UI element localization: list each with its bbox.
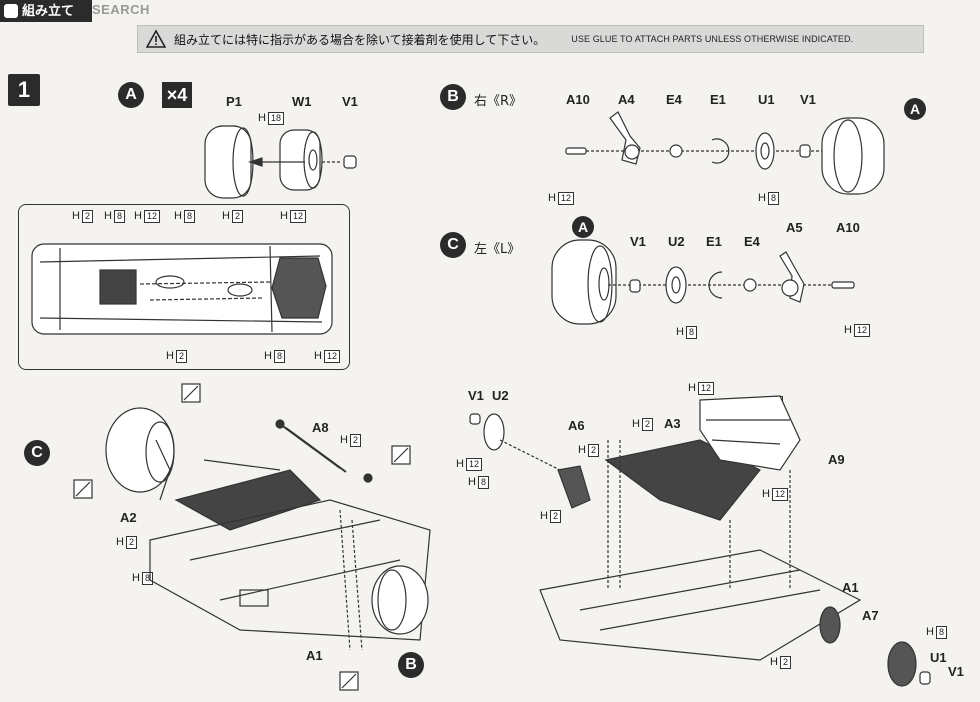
part-label-v1: V1 (948, 664, 964, 679)
part-label-v1: V1 (630, 234, 646, 249)
front-chassis-drawing (469, 395, 931, 687)
axle-pin-a10-drawing (831, 281, 855, 289)
step-number-badge: 1 (8, 74, 40, 106)
no-glue-icon (73, 479, 93, 499)
tire-b-drawing (821, 117, 885, 195)
subassembly-b-marker: B (440, 84, 466, 110)
brake-disc-u2-drawing (665, 266, 687, 304)
search-watermark: SEARCH (92, 2, 150, 17)
washer-e4-drawing (669, 144, 683, 158)
washer-e4-drawing (743, 278, 757, 292)
part-label-v1: V1 (468, 388, 484, 403)
part-label-e1: E1 (710, 92, 726, 107)
part-label-u2: U2 (492, 388, 509, 403)
part-label-p1: P1 (226, 94, 242, 109)
cap-v1-drawing (343, 155, 357, 169)
part-label-a1: A1 (842, 580, 859, 595)
upright-a4-drawing (609, 111, 641, 165)
part-label-a10: A10 (566, 92, 590, 107)
part-label-u1: U1 (930, 650, 947, 665)
part-label-u1: U1 (758, 92, 775, 107)
no-glue-icon (339, 671, 359, 691)
section-title: 組み立て (22, 3, 75, 18)
part-label-a5: A5 (786, 220, 803, 235)
cap-v1-drawing (799, 144, 811, 158)
ref-a-marker: A (904, 98, 926, 120)
side-label-right: 右《R》 (474, 94, 523, 109)
part-label-a9: A9 (828, 452, 845, 467)
part-label-w1: W1 (292, 94, 312, 109)
part-label-a1: A1 (306, 648, 323, 663)
rear-chassis-drawing (105, 407, 431, 651)
wheel-w1-drawing (279, 129, 323, 191)
part-label-a3: A3 (664, 416, 681, 431)
notice-text-en: USE GLUE TO ATTACH PARTS UNLESS OTHERWIS… (571, 34, 854, 44)
ref-a-marker: A (572, 216, 594, 238)
no-glue-icon (181, 383, 201, 403)
subassembly-a-marker: A (118, 82, 144, 108)
ref-b-marker: B (398, 652, 424, 678)
part-label-u2: U2 (668, 234, 685, 249)
logo-icon (4, 4, 18, 18)
part-label-a2: A2 (120, 510, 137, 525)
part-label-e1: E1 (706, 234, 722, 249)
upright-a5-drawing (779, 251, 805, 303)
brake-disc-u1-drawing (755, 132, 775, 170)
part-label-v1: V1 (800, 92, 816, 107)
part-label-a8: A8 (312, 420, 329, 435)
side-label-left: 左《L》 (474, 242, 521, 257)
no-glue-icon (391, 445, 411, 465)
ref-c-marker: C (24, 440, 50, 466)
underside-chassis-drawing (31, 243, 333, 335)
clip-e1-drawing (711, 138, 730, 164)
part-label-a6: A6 (568, 418, 585, 433)
tire-c-drawing (551, 239, 617, 325)
part-label-v1: V1 (342, 94, 358, 109)
underside-detail-frame (18, 204, 350, 370)
glue-notice-banner: 組み立てには特に指示がある場合を除いて接着剤を使用して下さい。 USE GLUE… (137, 25, 924, 53)
section-header-tab: 組み立て (0, 0, 92, 22)
part-label-a4: A4 (618, 92, 635, 107)
quantity-badge: ×4 (162, 82, 192, 108)
cap-v1-drawing (629, 279, 641, 293)
tire-p1-drawing (204, 125, 254, 199)
warning-icon (146, 29, 166, 48)
part-label-e4: E4 (666, 92, 682, 107)
clip-e1-drawing (708, 271, 723, 299)
part-label-a7: A7 (862, 608, 879, 623)
part-label-e4: E4 (744, 234, 760, 249)
part-label-a10: A10 (836, 220, 860, 235)
axle-pin-a10-drawing (565, 147, 587, 155)
notice-text-jp: 組み立てには特に指示がある場合を除いて接着剤を使用して下さい。 (174, 32, 546, 47)
subassembly-c-marker: C (440, 232, 466, 258)
